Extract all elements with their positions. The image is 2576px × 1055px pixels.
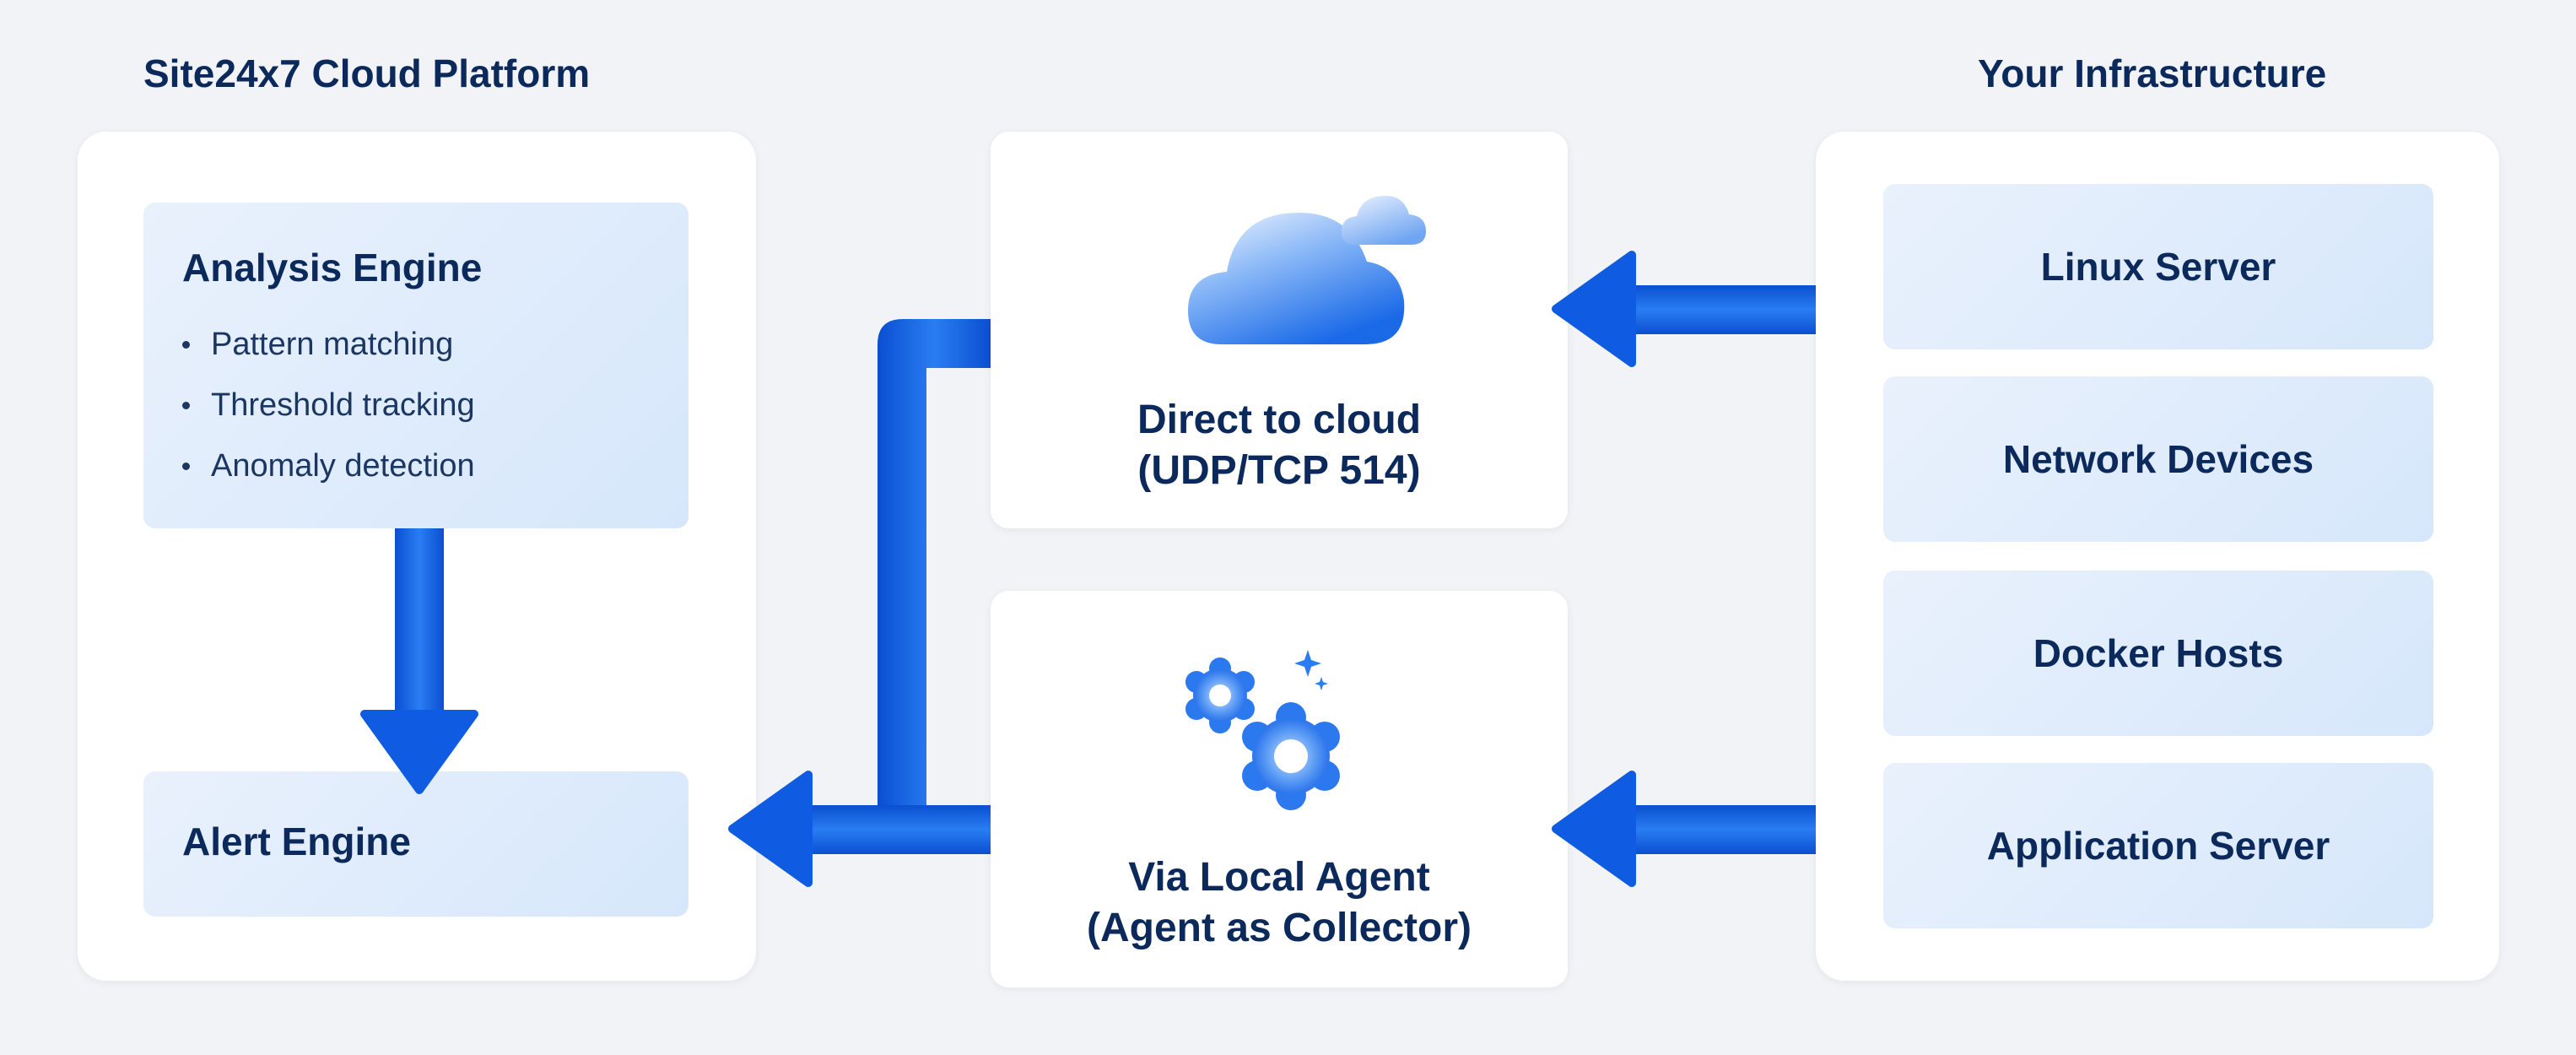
alert-engine-title: Alert Engine (182, 820, 411, 863)
gears-icon (1185, 650, 1340, 810)
infra-item-docker-hosts: Docker Hosts (1883, 571, 2433, 736)
bullet-pattern-matching: Pattern matching (177, 314, 475, 375)
arrow-analysis-to-alert (360, 528, 478, 794)
local-agent-label: Via Local Agent (Agent as Collector) (991, 852, 1568, 954)
arrow-direct-to-platform (878, 319, 991, 812)
infra-label-network-devices: Network Devices (2002, 437, 2314, 481)
direct-to-cloud-label: Direct to cloud (UDP/TCP 514) (991, 395, 1568, 496)
arrow-infra-to-agent (1552, 771, 1816, 887)
analysis-engine-bullets: Pattern matching Threshold tracking Anom… (177, 314, 475, 496)
bullet-anomaly-detection: Anomaly detection (177, 436, 475, 496)
infra-label-application-server: Application Server (1986, 824, 2330, 868)
local-agent-line2: (Agent as Collector) (1086, 906, 1472, 950)
infra-item-application-server: Application Server (1883, 763, 2433, 928)
analysis-engine-title: Analysis Engine (182, 246, 483, 289)
direct-to-cloud-line2: (UDP/TCP 514) (1137, 448, 1421, 493)
infra-item-network-devices: Network Devices (1883, 376, 2433, 542)
infra-label-linux-server: Linux Server (2040, 245, 2276, 289)
direct-to-cloud-line1: Direct to cloud (1137, 398, 1422, 442)
cloud-icon (1188, 196, 1426, 344)
infra-item-linux-server: Linux Server (1883, 184, 2433, 349)
arrow-agent-to-platform (728, 771, 991, 887)
local-agent-line1: Via Local Agent (1128, 855, 1430, 900)
analysis-engine-card (143, 203, 689, 528)
bullet-threshold-tracking: Threshold tracking (177, 375, 475, 436)
infrastructure-heading: Your Infrastructure (1978, 51, 2327, 95)
arrow-infra-to-direct (1552, 251, 1816, 367)
alert-engine-card (143, 771, 689, 917)
infra-label-docker-hosts: Docker Hosts (2033, 631, 2284, 675)
cloud-platform-heading: Site24x7 Cloud Platform (143, 51, 591, 95)
